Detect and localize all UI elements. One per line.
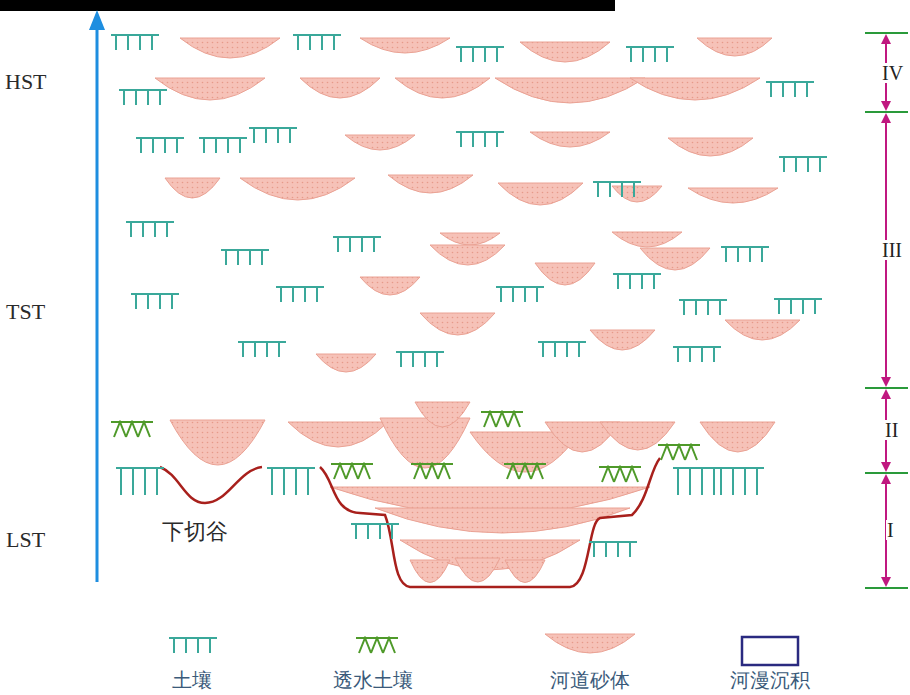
sequence-tract-label: LST xyxy=(6,529,45,551)
legend-text: 土壤 xyxy=(172,670,212,690)
floodplain-swatch xyxy=(742,637,798,665)
cycle-number: III xyxy=(881,240,903,260)
legend-text: 河道砂体 xyxy=(550,670,630,690)
legend-text: 河漫沉积 xyxy=(730,670,810,690)
sand-swatch xyxy=(545,634,635,653)
sequence-tract-label: TST xyxy=(6,301,45,323)
cycle-number: II xyxy=(884,420,899,440)
sequence-tract-label: HST xyxy=(5,71,47,93)
valley-label: 下切谷 xyxy=(162,521,228,543)
permeable-soil-swatch xyxy=(356,638,398,653)
soil-swatch xyxy=(169,638,217,653)
legend-text: 透水土壤 xyxy=(333,670,413,690)
cycle-number: IV xyxy=(881,63,904,83)
cycle-number: I xyxy=(886,520,895,540)
